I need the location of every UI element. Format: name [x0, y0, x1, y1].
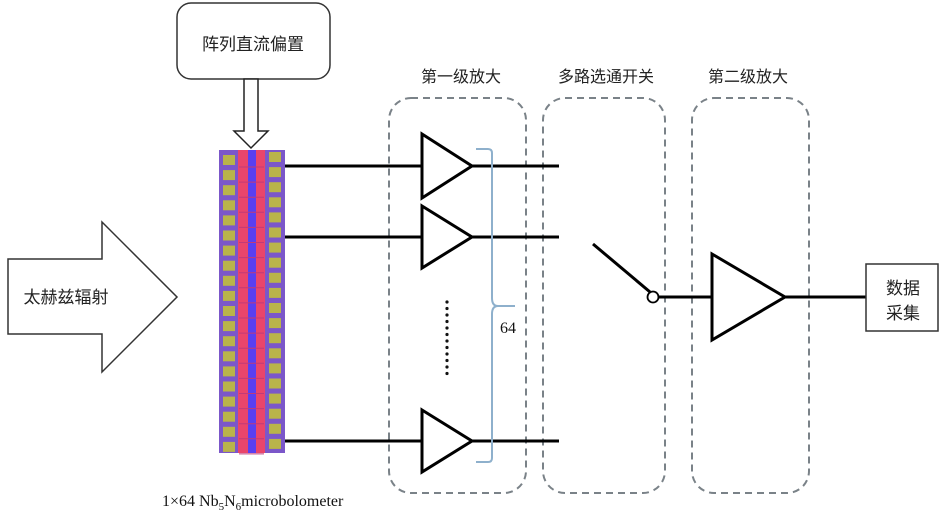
ellipsis-dot: [445, 371, 449, 376]
array-pad-right: [269, 393, 281, 404]
array-pad-left: [223, 200, 235, 211]
array-pad-right: [269, 318, 281, 329]
array-pad-right: [269, 333, 281, 344]
mux-label: 多路选通开关: [558, 67, 654, 86]
array-pad-right: [269, 438, 281, 449]
ellipsis-dot: [445, 306, 449, 311]
array-pad-right: [269, 378, 281, 389]
mux-group: [542, 97, 666, 494]
array-pad-left: [223, 185, 235, 196]
amplifier-2: [420, 203, 475, 271]
mux-switch-blade: [592, 242, 651, 294]
array-pad-left: [223, 290, 235, 301]
detector-array: [219, 150, 285, 455]
amplifier-1: [420, 131, 475, 201]
ellipsis-dot: [445, 339, 449, 343]
ellipsis-dot: [445, 332, 449, 337]
ellipsis-dot: [445, 300, 449, 304]
bias-box-label: 阵列直流偏置: [202, 35, 304, 55]
bias-arrow: [232, 78, 270, 150]
array-pad-left: [223, 441, 235, 452]
array-pad-right: [269, 212, 281, 223]
array-pad-left: [223, 260, 235, 271]
array-pad-right: [269, 423, 281, 434]
amplifier-stage2: [710, 251, 788, 343]
ellipsis-dot: [445, 345, 449, 350]
bias-box: 阵列直流偏置: [176, 2, 331, 80]
array-pad-left: [223, 381, 235, 392]
array-pad-left: [223, 351, 235, 362]
ellipsis-dot: [445, 365, 449, 369]
radiation-arrow: 太赫兹辐射: [7, 220, 179, 374]
array-pad-right: [269, 242, 281, 253]
caption-mid: N: [224, 493, 236, 510]
array-pad-right: [269, 363, 281, 374]
array-pad-left: [223, 170, 235, 181]
ellipsis-dot: [445, 358, 449, 363]
array-blue-band: [248, 150, 256, 453]
amplifier-64: [420, 407, 475, 475]
array-pad-right: [269, 152, 281, 162]
array-pad-left: [223, 306, 235, 316]
data-acquisition-line1: 数据: [886, 279, 920, 299]
array-pad-right: [269, 227, 281, 238]
caption-prefix: 1×64 Nb: [162, 493, 219, 510]
ellipsis-dot: [445, 326, 449, 330]
channel-brace: [476, 148, 515, 463]
mux-switch-pivot: [646, 290, 660, 304]
array-pad-right: [269, 287, 281, 298]
ellipsis-dot: [445, 313, 449, 317]
array-pad-left: [223, 245, 235, 256]
data-acquisition-box: 数据 采集: [865, 263, 939, 332]
array-pad-right: [269, 182, 281, 193]
stage1-group: [388, 97, 527, 494]
array-pad-left: [223, 396, 235, 407]
array-pad-left: [223, 230, 235, 241]
caption-sub1: 5: [219, 501, 225, 513]
data-acquisition-line2: 采集: [886, 304, 920, 324]
array-caption: 1×64 Nb5N6microbolometer: [162, 493, 344, 513]
caption-sub2: 6: [236, 501, 242, 513]
array-pad-right: [269, 408, 281, 419]
radiation-label: 太赫兹辐射: [24, 288, 109, 308]
array-pad-left: [223, 321, 235, 332]
ellipsis-dots: [445, 300, 449, 376]
ellipsis-dot: [445, 352, 449, 356]
array-pad-left: [223, 366, 235, 377]
array-pad-left: [223, 426, 235, 437]
array-pad-left: [223, 155, 235, 165]
stage1-label: 第一级放大: [421, 67, 501, 86]
array-pad-left: [223, 336, 235, 347]
array-pad-left: [223, 275, 235, 286]
array-pad-right: [269, 348, 281, 359]
array-pad-right: [269, 257, 281, 268]
ellipsis-dot: [445, 319, 449, 324]
array-pad-left: [223, 411, 235, 422]
array-pad-left: [223, 215, 235, 226]
array-pad-right: [269, 272, 281, 283]
caption-suffix: microbolometer: [241, 493, 344, 510]
array-pad-right: [269, 167, 281, 178]
array-pad-right: [269, 197, 281, 208]
stage2-label: 第二级放大: [708, 67, 788, 86]
array-pad-right: [269, 303, 281, 313]
brace-label: 64: [500, 320, 516, 337]
